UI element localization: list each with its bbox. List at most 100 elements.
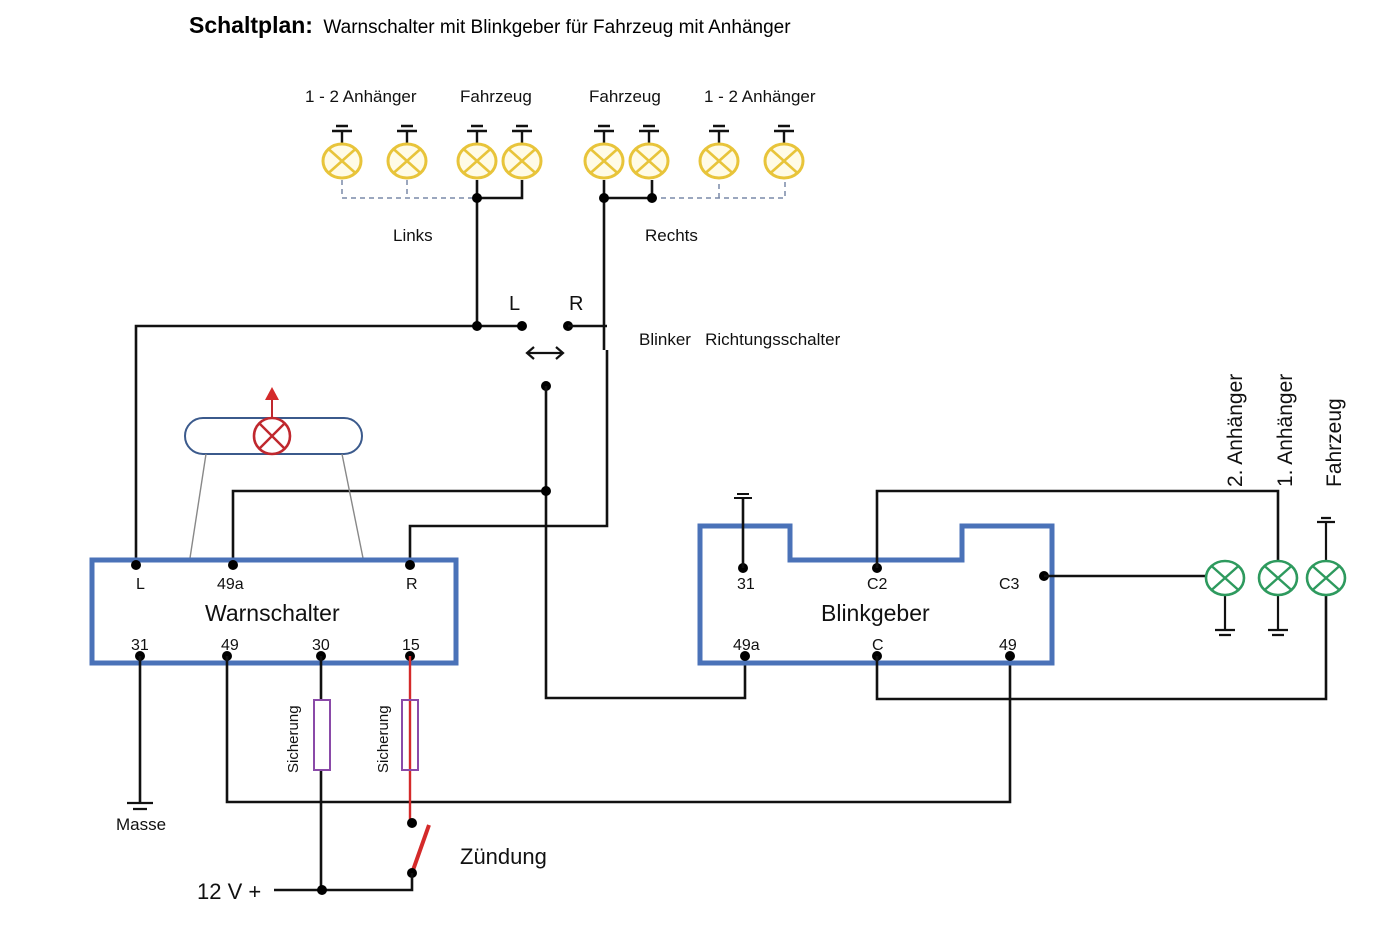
right-trailer-lamp-2	[763, 124, 805, 180]
junction-12v	[317, 885, 327, 895]
wire-switch-r-to-warn-r	[408, 326, 609, 565]
ground-symbol-icon	[639, 124, 659, 144]
junction-switch-left	[472, 321, 482, 331]
wire-c2-to-trailer1-lamp	[875, 489, 1280, 568]
wire-c-to-vehicle-lamp	[875, 595, 1328, 701]
ground-symbol-icon	[397, 124, 417, 144]
junction-right-b	[647, 193, 657, 203]
control-lamps	[1204, 516, 1347, 637]
lamp-cross	[1210, 565, 1240, 591]
lamp-cross	[769, 148, 799, 174]
lamp-cross	[507, 148, 537, 174]
fuse-15-label: Sicherung	[375, 705, 392, 773]
fuse-30	[313, 699, 331, 771]
control-lamp-label-trailer1: 1. Anhänger	[1274, 374, 1297, 487]
left-vehicle-wire	[475, 180, 524, 326]
ground-symbol-icon	[127, 801, 153, 811]
warn-terminal-49a	[228, 560, 238, 570]
blink-pin-31: 31	[737, 576, 755, 593]
warn-pin-15: 15	[402, 637, 420, 654]
blinkgeber-box	[697, 523, 1055, 666]
warn-pin-49a: 49a	[217, 576, 244, 593]
wire-switch-to-blinkgeber-49a	[544, 386, 747, 700]
right-vehicle-lamp-2	[628, 124, 670, 180]
ignition-contact-top	[407, 818, 417, 828]
right-trailer-dashed-wire	[652, 180, 786, 199]
junction-49a	[541, 486, 551, 496]
label-left-trailer: 1 - 2 Anhänger	[305, 87, 417, 106]
left-vehicle-lamp-2	[501, 124, 543, 180]
left-vehicle-lamp-1	[456, 124, 498, 180]
ground-symbol-icon	[594, 124, 614, 144]
blink-terminal-49a	[740, 651, 750, 661]
lamp-cross	[704, 148, 734, 174]
ignition-switch-lever[interactable]	[410, 824, 431, 874]
ground-symbol-icon	[332, 124, 352, 144]
right-trailer-lamp-1	[698, 124, 740, 180]
lamp-cross	[327, 148, 357, 174]
ground-symbol-icon	[1317, 516, 1335, 561]
blink-ground-symbol-icon	[734, 493, 752, 499]
left-trailer-dashed-wire	[341, 180, 477, 199]
junction-left	[472, 193, 482, 203]
label-left-vehicle: Fahrzeug	[460, 87, 532, 106]
ground-symbol-icon	[709, 124, 729, 144]
warn-pin-49: 49	[221, 637, 239, 654]
label-right-vehicle: Fahrzeug	[589, 87, 661, 106]
lamp-cross	[392, 148, 422, 174]
switch-contact-l[interactable]	[517, 321, 527, 331]
label-links: Links	[393, 226, 433, 245]
wire-12v-supply	[274, 873, 414, 892]
label-rechts: Rechts	[645, 226, 698, 245]
control-lamp-vehicle	[1305, 516, 1347, 597]
warn-pin-l: L	[136, 576, 145, 593]
lamp-cross	[589, 148, 619, 174]
blink-pin-49a: 49a	[733, 637, 760, 654]
lamp-cross	[634, 148, 664, 174]
switch-label-r: R	[569, 293, 583, 315]
warn-pin-r: R	[406, 576, 418, 593]
hazard-button-leader-lines	[189, 453, 364, 559]
warn-terminal-l	[131, 560, 141, 570]
wire-warn-l-to-switch-l	[134, 324, 522, 565]
warnschalter-name: Warnschalter	[205, 600, 340, 626]
supply-label: 12 V +	[197, 879, 261, 904]
warn-terminal-r	[405, 560, 415, 570]
control-lamp-trailer1	[1257, 559, 1299, 637]
blink-pin-c: C	[872, 637, 884, 654]
switch-toggle-arrow-icon	[525, 346, 565, 360]
ground-symbol-icon	[467, 124, 487, 144]
wire-warn-49-to-blinkgeber-49	[225, 656, 1012, 804]
wire-warn-49a-to-switch	[231, 489, 546, 565]
warn-pin-30: 30	[312, 637, 330, 654]
warnschalter-box	[89, 557, 459, 666]
ground-label: Masse	[116, 815, 166, 834]
warn-pin-31: 31	[131, 637, 149, 654]
fuse-15	[401, 699, 419, 771]
lamp-cross	[1311, 565, 1341, 591]
ground-symbol-icon	[774, 124, 794, 144]
blinkgeber-name: Blinkgeber	[821, 600, 930, 626]
lamp-cross	[462, 148, 492, 174]
ground-symbol-icon	[1268, 595, 1288, 637]
blink-pin-c3: C3	[999, 576, 1020, 593]
switch-label-l: L	[509, 293, 520, 315]
ground-symbol-icon	[512, 124, 532, 144]
control-lamp-trailer2	[1204, 559, 1246, 637]
blink-pin-49: 49	[999, 637, 1017, 654]
left-trailer-lamp-2	[386, 124, 428, 180]
control-lamp-label-vehicle: Fahrzeug	[1323, 398, 1346, 487]
label-right-trailer: 1 - 2 Anhänger	[704, 87, 816, 106]
indicator-lamps	[321, 124, 805, 180]
right-vehicle-lamp-1	[583, 124, 625, 180]
title-rest: Warnschalter mit Blinkgeber für Fahrzeug…	[323, 17, 791, 38]
blink-pin-c2: C2	[867, 576, 888, 593]
diagram-title: Schaltplan: Warnschalter mit Blinkgeber …	[189, 12, 791, 38]
junction-right-a	[599, 193, 609, 203]
switch-description: Blinker Richtungsschalter	[639, 330, 841, 349]
ignition-label: Zündung	[460, 844, 547, 869]
left-trailer-lamp-1	[321, 124, 363, 180]
lamp-cross	[1263, 565, 1293, 591]
right-vehicle-wire	[602, 180, 654, 326]
fuse-30-label: Sicherung	[285, 705, 302, 773]
